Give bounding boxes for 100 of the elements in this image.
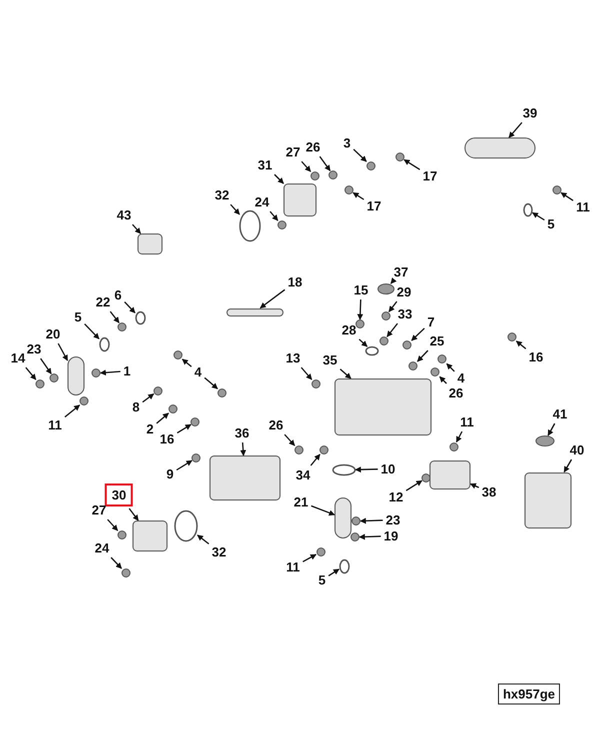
part-drawing: [218, 388, 226, 397]
part-drawing: [344, 186, 353, 194]
callout-number: 38: [480, 484, 498, 500]
callout-number: 4: [193, 364, 203, 380]
part-drawing: [284, 184, 316, 216]
leader-arrow: [58, 343, 68, 362]
part-drawing: [351, 533, 359, 542]
leader-arrow: [358, 534, 381, 540]
leader-arrow: [406, 480, 422, 492]
part-drawing: [169, 405, 178, 414]
leader-arrow: [156, 412, 169, 424]
callout-number: 9: [165, 466, 175, 482]
part-drawing: [68, 357, 84, 395]
leader-arrow: [110, 557, 122, 569]
callout-number: 24: [94, 540, 110, 556]
callout-number: 34: [294, 468, 312, 482]
leader-arrow: [560, 192, 574, 202]
leader-arrow: [40, 358, 52, 374]
part-drawing: [118, 530, 126, 539]
part-drawing: [133, 521, 167, 551]
callout-number: 36: [234, 426, 250, 440]
leader-arrow: [132, 224, 142, 234]
leader-arrow: [411, 328, 425, 341]
callout-number: 5: [317, 572, 327, 588]
leader-arrow: [204, 377, 218, 390]
callout-number: 14: [10, 350, 26, 366]
callout-number: 11: [285, 560, 301, 574]
part-drawing: [422, 474, 430, 482]
callout-number: 13: [284, 350, 302, 366]
leader-arrow: [439, 376, 447, 384]
part-drawing: [174, 351, 182, 360]
leader-arrow: [390, 277, 397, 284]
leader-arrow: [110, 311, 120, 324]
leader-arrow: [340, 368, 352, 379]
part-drawing: [378, 284, 394, 294]
leader-arrow: [260, 289, 286, 309]
callout-number: 18: [286, 274, 304, 290]
part-drawing: [409, 362, 418, 370]
callout-number: 32: [214, 188, 230, 202]
leader-arrow: [240, 442, 246, 456]
callout-number: 6: [113, 288, 123, 302]
leader-arrow: [64, 404, 80, 418]
callout-number: 26: [268, 418, 284, 432]
part-drawing: [380, 337, 388, 346]
leader-arrow: [564, 459, 572, 473]
leader-arrow: [84, 323, 100, 340]
callout-number: 11: [459, 414, 475, 430]
part-drawing: [536, 436, 554, 446]
leader-arrow: [358, 338, 368, 347]
part-drawing: [240, 211, 260, 241]
part-drawing: [192, 454, 200, 462]
part-drawing: [138, 234, 162, 254]
part-drawing: [335, 498, 351, 538]
callout-number: 20: [44, 326, 62, 342]
leader-arrow: [532, 212, 545, 221]
leader-arrow: [386, 323, 398, 338]
callout-number: 15: [352, 282, 370, 298]
leader-arrow: [300, 367, 312, 380]
callout-number: 3: [342, 136, 352, 150]
callout-number: 25: [428, 334, 446, 348]
part-drawing: [525, 472, 571, 528]
callout-number: 33: [396, 306, 414, 322]
callout-number: 2: [145, 422, 155, 436]
leader-arrow: [516, 340, 526, 350]
callout-number: 32: [210, 544, 228, 560]
leader-arrow: [142, 393, 154, 403]
part-drawing: [294, 446, 303, 454]
part-drawing: [227, 308, 283, 316]
leader-arrow: [274, 174, 284, 184]
part-drawing: [552, 186, 561, 194]
callout-number: 1: [122, 364, 132, 378]
part-drawing: [100, 338, 108, 350]
drawing-code: hx957ge: [498, 684, 560, 704]
callout-number: 5: [73, 310, 83, 324]
leader-arrow: [388, 301, 398, 312]
part-drawing: [136, 312, 144, 324]
part-drawing: [382, 312, 390, 320]
callout-number: 8: [131, 400, 141, 414]
callout-number: 35: [322, 352, 338, 368]
highlighted-callout-number: 30: [104, 484, 134, 506]
callout-number: 23: [26, 342, 42, 356]
part-drawing: [333, 465, 355, 475]
part-drawing: [524, 204, 532, 216]
leader-arrow: [197, 534, 210, 544]
leader-arrow: [270, 211, 278, 221]
leader-arrow: [360, 518, 383, 524]
callout-number: 16: [158, 432, 176, 446]
part-drawing: [356, 320, 364, 328]
leader-arrow: [353, 148, 367, 162]
leader-arrow: [25, 367, 36, 380]
leader-arrow: [352, 192, 364, 200]
callout-number: 37: [392, 264, 410, 280]
callout-number: 23: [384, 512, 402, 528]
callout-number: 27: [284, 144, 302, 160]
callout-number: 28: [340, 322, 358, 338]
leader-arrow: [182, 358, 192, 368]
callout-number: 29: [396, 284, 412, 300]
leader-arrow: [319, 156, 331, 172]
leader-arrow: [508, 122, 522, 138]
callout-number: 27: [90, 502, 108, 518]
